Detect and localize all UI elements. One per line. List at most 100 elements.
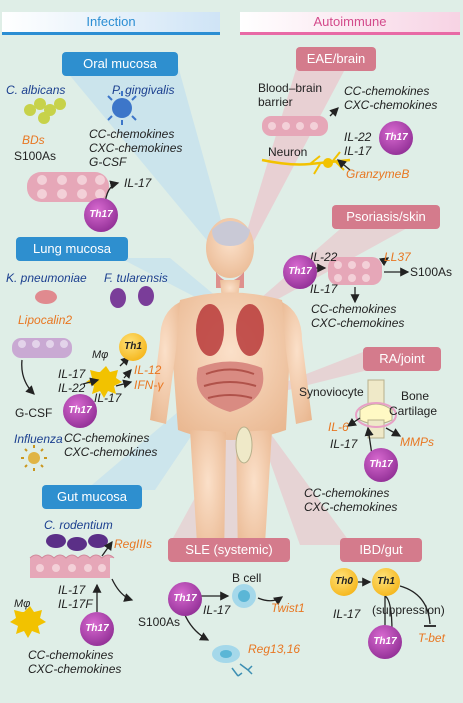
oral-bds-label: BDs	[22, 133, 45, 147]
influenza-virus	[21, 445, 47, 471]
eae-il17-label: IL-17	[344, 144, 372, 158]
ibd-th1-cell: Th1	[372, 568, 400, 596]
lung-il22-label: IL-22	[58, 381, 86, 395]
gut-epithelium	[29, 554, 115, 578]
lung-mucosa-title: Lung mucosa	[16, 237, 128, 261]
oral-mucosa-title: Oral mucosa	[62, 52, 178, 76]
macrophage-lung	[86, 366, 122, 398]
influenza-label: Influenza	[14, 432, 63, 446]
eae-il22-label: IL-22	[344, 130, 372, 144]
human-body-illustration	[150, 218, 312, 560]
lung-ifng-label: IFN-γ	[134, 378, 164, 392]
psoriasis-cxc-label: CXC-chemokines	[311, 316, 405, 330]
eae-brain-title: EAE/brain	[296, 47, 376, 71]
sle-il17-label: IL-17	[203, 603, 231, 617]
synoviocyte-label: Synoviocyte	[299, 385, 364, 399]
ra-cc-label: CC-chemokines	[304, 486, 390, 500]
ra-il6-label: IL-6	[328, 420, 349, 434]
bbb-label-line2: barrier	[258, 95, 293, 109]
ra-il17-label: IL-17	[330, 437, 358, 451]
oral-s100-label: S100As	[14, 149, 57, 163]
lung-il17b-label: IL-17	[94, 391, 122, 405]
psoriasis-cc-label: CC-chemokines	[311, 302, 397, 316]
lung-th1-cell: Th1	[119, 333, 147, 361]
oral-graphics	[24, 91, 137, 207]
skin-epithelium	[328, 257, 382, 285]
c-albicans-label: C. albicans	[6, 83, 66, 97]
p-gingivalis-label: P. gingivalis	[112, 83, 175, 97]
suppression-label: (suppression)	[372, 603, 445, 617]
neuron	[261, 151, 351, 175]
header-infection: Infection	[86, 14, 136, 29]
b-cell	[232, 584, 256, 608]
c-rodentium-label: C. rodentium	[44, 518, 113, 532]
psoriasis-il22-label: IL-22	[310, 250, 338, 264]
gut-cc-label: CC-chemokines	[28, 648, 114, 662]
gut-mucosa-title: Gut mucosa	[42, 485, 142, 509]
ibd-il17-label: IL-17	[333, 607, 361, 621]
lung-cc-label: CC-chemokines	[64, 431, 150, 445]
header-infection-bar	[2, 12, 220, 35]
t-bet-label: T-bet	[418, 631, 445, 645]
granzyme-label: GranzymeB	[346, 167, 410, 181]
psoriasis-skin-title: Psoriasis/skin	[332, 205, 440, 229]
ra-graphics	[346, 379, 402, 456]
sle-systemic-title: SLE (systemic)	[168, 538, 290, 562]
oral-cxc-label: CXC-chemokines	[89, 141, 183, 155]
gut-graphics	[10, 534, 134, 638]
eae-cc-label: CC-chemokines	[344, 84, 430, 98]
eae-th17-cell: Th17	[379, 121, 413, 155]
header-autoimmune-bar	[240, 12, 460, 35]
gut-cxc-label: CXC-chemokines	[28, 662, 122, 676]
sle-graphics	[182, 584, 284, 677]
lung-graphics	[12, 286, 154, 471]
ibd-th0-cell: Th0	[330, 568, 358, 596]
sle-th17-cell: Th17	[168, 582, 202, 616]
ra-mmps-label: MMPs	[400, 435, 434, 449]
ibd-th17-cell: Th17	[368, 625, 402, 659]
oral-epithelium	[27, 172, 109, 202]
eae-graphics	[261, 107, 351, 175]
header-autoimmune: Autoimmune	[313, 14, 387, 29]
lung-il12-label: IL-12	[134, 363, 162, 377]
oral-th17-cell: Th17	[84, 198, 118, 232]
lipocalin-label: Lipocalin2	[18, 313, 73, 327]
eae-cxc-label: CXC-chemokines	[344, 98, 438, 112]
b-cell-label: B cell	[232, 571, 262, 585]
ra-joint-title: RA/joint	[363, 347, 441, 371]
psoriasis-th17-cell: Th17	[283, 255, 317, 289]
bbb-label-line1: Blood–brain	[258, 81, 323, 95]
lung-epithelium	[12, 338, 72, 358]
c-albicans-organism	[24, 98, 66, 124]
f-tularensis-label: F. tularensis	[104, 271, 168, 285]
gut-s100-label: S100As	[138, 615, 181, 629]
oral-gcsf-label: G-CSF	[89, 155, 127, 169]
oral-il17-label: IL-17	[124, 176, 152, 190]
bbb-epithelium	[262, 116, 328, 136]
ibd-gut-title: IBD/gut	[340, 538, 422, 562]
gut-mphi-label: Mφ	[14, 598, 31, 610]
ra-cxc-label: CXC-chemokines	[304, 500, 398, 514]
gut-il17f-label: IL-17F	[58, 597, 93, 611]
bone-label: Bone	[401, 389, 430, 403]
ra-th17-cell: Th17	[364, 448, 398, 482]
macrophage-gut	[10, 606, 46, 638]
psoriasis-ll37-label: LL37	[384, 250, 411, 264]
gut-il17-label: IL-17	[58, 583, 86, 597]
gut-th17-cell: Th17	[80, 612, 114, 646]
neuron-label: Neuron	[268, 145, 308, 159]
oral-cc-label: CC-chemokines	[89, 127, 175, 141]
cartilage-label: Cartilage	[389, 404, 438, 418]
lung-cxc-label: CXC-chemokines	[64, 445, 158, 459]
p-gingivalis-organism	[107, 91, 137, 125]
psoriasis-il17-label: IL-17	[310, 282, 338, 296]
lung-il17a-label: IL-17	[58, 367, 86, 381]
gut-reg-label: RegIIIs	[114, 537, 153, 551]
k-pneumoniae-label: K. pneumoniae	[6, 271, 87, 285]
plasma-cell	[212, 645, 253, 677]
lung-mphi-label: Mφ	[92, 349, 109, 361]
psoriasis-graphics	[305, 257, 410, 304]
lung-th17-cell: Th17	[63, 394, 97, 428]
